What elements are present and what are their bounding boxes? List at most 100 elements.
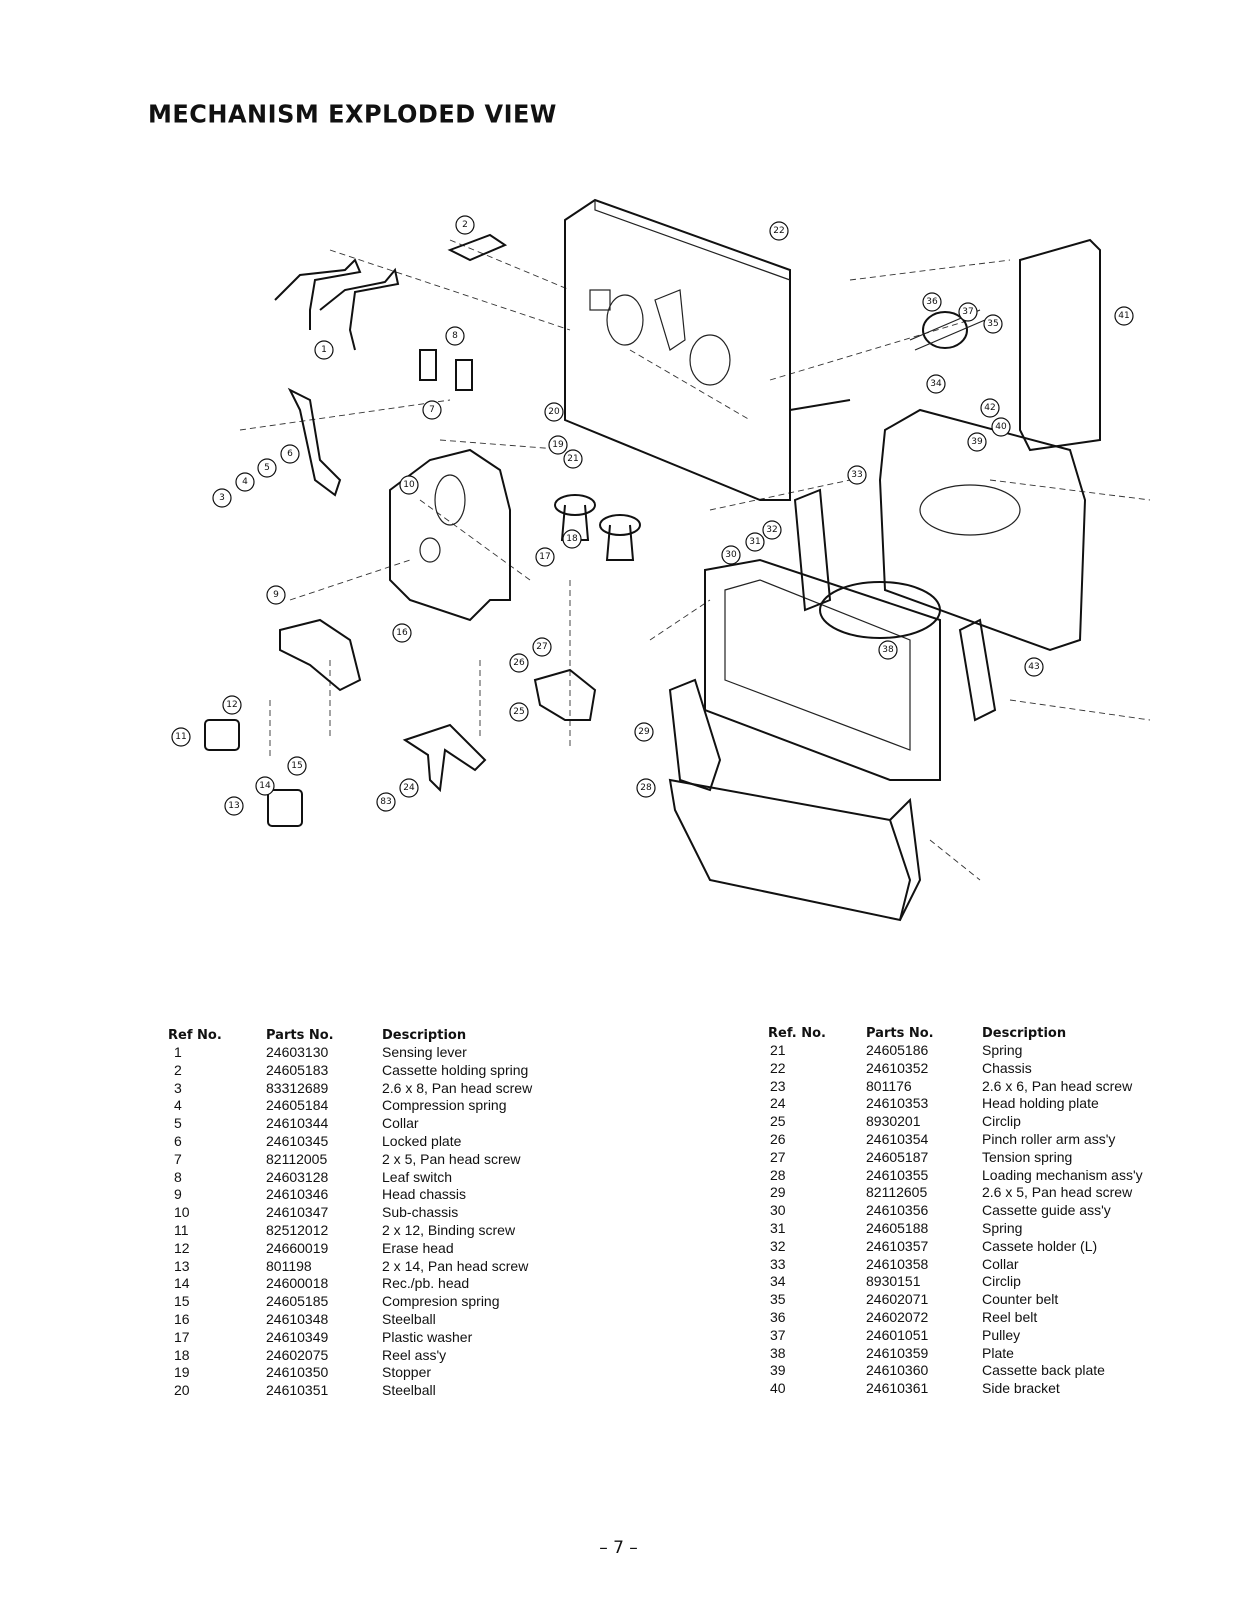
callout-32: 32 (762, 520, 782, 540)
svg-text:83: 83 (380, 797, 391, 807)
ref-no-cell: 2 (174, 1061, 182, 1078)
ref-no-cell: 31 (770, 1219, 786, 1236)
sensing-lever (274, 258, 400, 351)
ref-no-cell: 27 (770, 1148, 786, 1165)
cassette-guide (704, 558, 941, 781)
svg-text:12: 12 (226, 700, 237, 710)
callout-10: 10 (399, 475, 419, 495)
svg-text:24: 24 (403, 783, 415, 793)
table-row: 30 24610356 Cassette guide ass'y (768, 1202, 1182, 1220)
svg-text:27: 27 (536, 642, 547, 652)
svg-text:31: 31 (749, 537, 760, 547)
ref-no-cell: 16 (174, 1310, 190, 1327)
svg-text:18: 18 (566, 534, 578, 544)
description-cell: Cassette guide ass'y (982, 1202, 1111, 1219)
svg-text:37: 37 (962, 307, 973, 317)
description-cell: Circlip (982, 1273, 1021, 1290)
svg-text:38: 38 (882, 645, 894, 655)
svg-text:11: 11 (175, 732, 186, 742)
callout-21: 21 (563, 449, 583, 469)
callout-9: 9 (266, 585, 286, 605)
parts-no-cell: 24610356 (866, 1202, 929, 1219)
ref-no-cell: 15 (174, 1293, 190, 1310)
callout-37: 37 (958, 302, 978, 322)
callout-42: 42 (980, 398, 1000, 418)
ref-no-header: Ref No. (168, 1027, 222, 1043)
ref-no-cell: 10 (174, 1204, 190, 1221)
parts-no-cell: 24605187 (866, 1148, 929, 1165)
loading-mechanism (668, 678, 922, 922)
callout-27: 27 (532, 637, 552, 657)
ref-no-cell: 9 (174, 1186, 182, 1203)
description-cell: Erase head (382, 1239, 454, 1256)
svg-text:26: 26 (513, 658, 525, 668)
ref-no-cell: 39 (770, 1362, 786, 1379)
leaf-switch (419, 349, 473, 391)
svg-text:42: 42 (984, 403, 995, 413)
callout-18: 18 (562, 529, 582, 549)
svg-text:35: 35 (987, 319, 998, 329)
parts-no-cell: 24610357 (866, 1237, 929, 1254)
ref-no-cell: 28 (770, 1166, 786, 1183)
description-cell: Reel belt (982, 1308, 1038, 1325)
svg-text:29: 29 (638, 727, 650, 737)
svg-text:10: 10 (403, 480, 415, 490)
description-cell: Compresion spring (382, 1293, 500, 1310)
parts-no-cell: 24610354 (866, 1130, 929, 1147)
chassis (564, 198, 851, 501)
pinch-roller-arm (533, 668, 597, 721)
ref-no-cell: 7 (174, 1150, 182, 1167)
ref-no-cell: 32 (770, 1237, 786, 1254)
description-cell: Tension spring (982, 1148, 1073, 1165)
svg-text:6: 6 (287, 449, 293, 459)
parts-no-header: Parts No. (866, 1025, 934, 1041)
description-cell: Head holding plate (982, 1095, 1099, 1112)
parts-no-cell: 24603130 (266, 1044, 329, 1060)
parts-no-cell: 24660019 (266, 1239, 329, 1256)
ref-no-cell: 11 (174, 1221, 189, 1238)
description-cell: Pulley (982, 1326, 1021, 1343)
ref-no-cell: 38 (770, 1344, 786, 1361)
callout-14: 14 (255, 776, 275, 796)
description-header: Description (982, 1025, 1067, 1041)
parts-no-cell: 24605185 (266, 1293, 329, 1310)
parts-no-cell: 24610351 (266, 1382, 329, 1399)
callout-6: 6 (280, 444, 300, 464)
description-cell: Leaf switch (382, 1168, 453, 1185)
parts-no-cell: 24610353 (866, 1095, 929, 1112)
svg-text:8: 8 (452, 331, 458, 341)
callout-38: 38 (878, 640, 898, 660)
callout-11a: 11 (171, 727, 191, 747)
ref-no-cell: 29 (770, 1184, 786, 1201)
head-chassis (279, 618, 362, 692)
ref-no-cell: 8 (174, 1168, 182, 1185)
ref-no-cell: 5 (174, 1115, 182, 1132)
callout-39: 39 (967, 432, 987, 452)
description-cell: Spring (982, 1042, 1023, 1058)
description-cell: Steelball (382, 1382, 436, 1399)
table-row: 15 24605185 Compresion spring (168, 1293, 582, 1311)
ref-no-cell: 30 (770, 1202, 786, 1219)
erase-head (204, 719, 240, 751)
parts-no-cell: 8930151 (866, 1273, 921, 1290)
svg-text:39: 39 (971, 437, 983, 447)
callout-41a: 41 (1114, 306, 1134, 326)
ref-no-cell: 25 (770, 1113, 786, 1130)
svg-text:43: 43 (1028, 662, 1039, 672)
ref-no-cell: 12 (174, 1239, 190, 1256)
parts-no-cell: 82512012 (266, 1221, 329, 1238)
callout-26: 26 (509, 653, 529, 673)
